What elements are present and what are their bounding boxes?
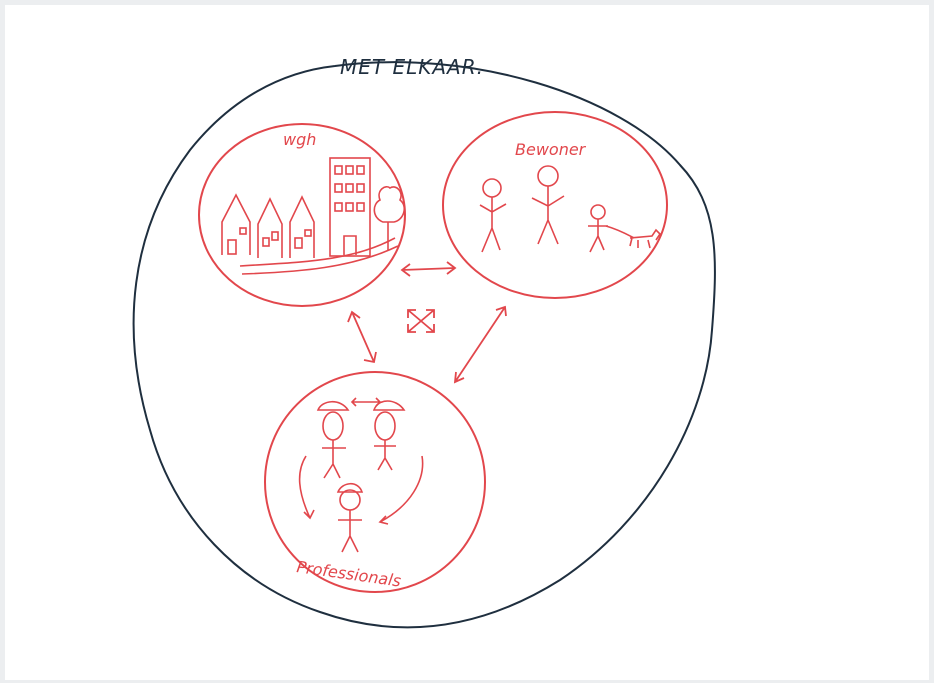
bewoner-label: Bewoner: [515, 140, 587, 159]
outer-circle: [132, 61, 716, 629]
wgh-circle: [198, 123, 406, 307]
connector-arrows: [347, 261, 507, 384]
wgh-group: wgh: [198, 123, 406, 307]
paper-sheet: [5, 5, 929, 680]
arrow-center-cross: [407, 309, 435, 333]
resident-figures-icon: [479, 165, 635, 253]
wgh-label: wgh: [283, 130, 316, 149]
tree-icon: [373, 185, 406, 250]
houses-icon: [221, 193, 315, 258]
bewoner-circle: [442, 111, 668, 299]
professionals-label: Professionals: [295, 557, 402, 590]
arrow-bewoner-professionals: [453, 305, 507, 384]
bewoner-group: Bewoner: [442, 111, 668, 299]
arrow-wgh-professionals: [347, 310, 377, 364]
arrow-wgh-bewoner: [400, 261, 457, 277]
road-line: [239, 237, 399, 275]
professional-figures-icon: [298, 397, 424, 553]
professionals-circle: [264, 371, 486, 593]
diagram-title: MET ELKAAR.: [340, 55, 484, 79]
professionals-group: Professionals: [264, 371, 486, 593]
apartment-building-icon: [329, 157, 371, 257]
dog-icon: [629, 228, 662, 249]
